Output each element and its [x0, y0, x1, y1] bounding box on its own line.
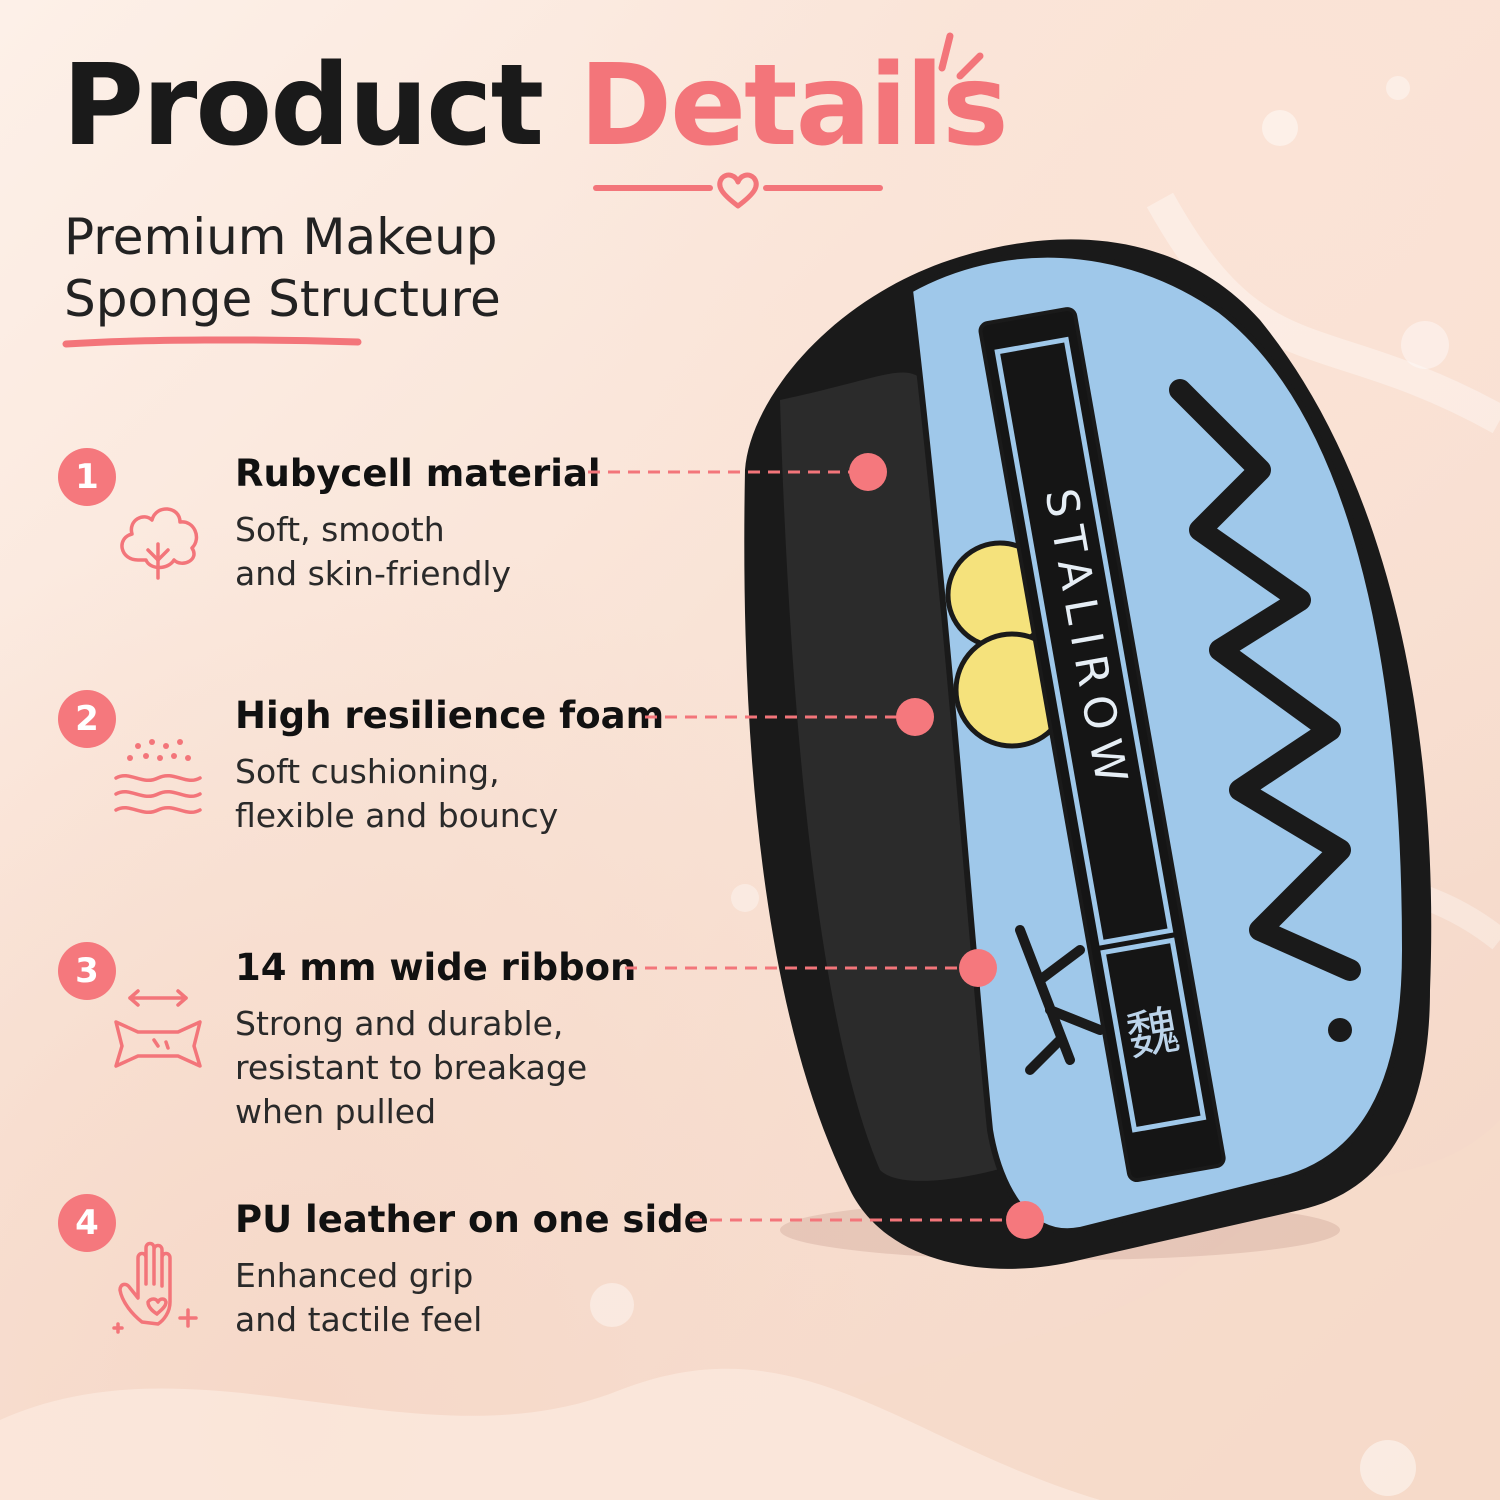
stretch-ribbon-icon	[114, 989, 202, 1068]
feature-number-badge: 3	[58, 942, 116, 1000]
title-main: Product	[62, 41, 544, 171]
feature-description-line: flexible and bouncy	[235, 796, 559, 835]
feature-title: PU leather on one side	[235, 1198, 709, 1241]
page-title: Product Details	[62, 50, 1009, 162]
feature-number-badge: 1	[58, 448, 116, 506]
subtitle-line-1: Premium Makeup	[64, 208, 498, 266]
feature-wide-ribbon: 3 14 mm wide ribbon Strong and durable, …	[0, 942, 720, 1142]
title-accent: Details	[579, 41, 1008, 171]
feature-description-line: and tactile feel	[235, 1300, 483, 1339]
branch-doodle	[1015, 925, 1105, 1075]
feature-number-badge: 2	[58, 690, 116, 748]
feature-description: Enhanced grip and tactile feel	[235, 1254, 482, 1342]
brand-script-doodle	[1169, 379, 1361, 981]
subtitle-underline	[62, 336, 362, 348]
feature-pu-leather: 4 PU leather on one side Enhanced grip a…	[0, 1194, 720, 1394]
feature-description-line: Soft cushioning,	[235, 752, 500, 791]
feature-number-badge: 4	[58, 1194, 116, 1252]
hand-icon	[112, 1241, 198, 1334]
feature-description: Soft, smooth and skin-friendly	[235, 508, 511, 596]
subtitle-line-2: Sponge Structure	[64, 270, 501, 328]
feature-description-line: and skin-friendly	[235, 554, 512, 593]
feature-description: Strong and durable, resistant to breakag…	[235, 1002, 587, 1134]
feature-description-line: resistant to breakage	[235, 1048, 588, 1087]
ribbon-stamp-character: 魏	[1122, 1000, 1184, 1068]
sparkle-strokes-decoration	[938, 32, 998, 98]
heart-divider-decoration	[593, 172, 883, 209]
feature-title: High resilience foam	[235, 694, 665, 737]
ribbon-stamp-frame	[1100, 937, 1207, 1133]
feature-title: Rubycell material	[235, 452, 601, 495]
feature-description-line: Enhanced grip	[235, 1256, 474, 1295]
feature-description-line: Soft, smooth	[235, 510, 445, 549]
feature-rubycell-material: 1 Rubycell material Soft, smooth and ski…	[0, 448, 720, 648]
cotton-icon	[120, 507, 199, 580]
feature-high-resilience-foam: 2 High resilience foam Soft cushioning, …	[0, 690, 720, 890]
brand-script-dot	[1328, 1018, 1352, 1042]
feature-description-line: when pulled	[235, 1092, 437, 1131]
feature-description-line: Strong and durable,	[235, 1004, 564, 1043]
black-ribbon	[978, 307, 1226, 1183]
foam-waves-icon	[114, 739, 202, 814]
feature-title: 14 mm wide ribbon	[235, 946, 637, 989]
ribbon-label-frame	[994, 336, 1174, 946]
makeup-sponge-product-image: STALIROW 魏	[744, 239, 1432, 1269]
feature-description: Soft cushioning, flexible and bouncy	[235, 750, 558, 838]
